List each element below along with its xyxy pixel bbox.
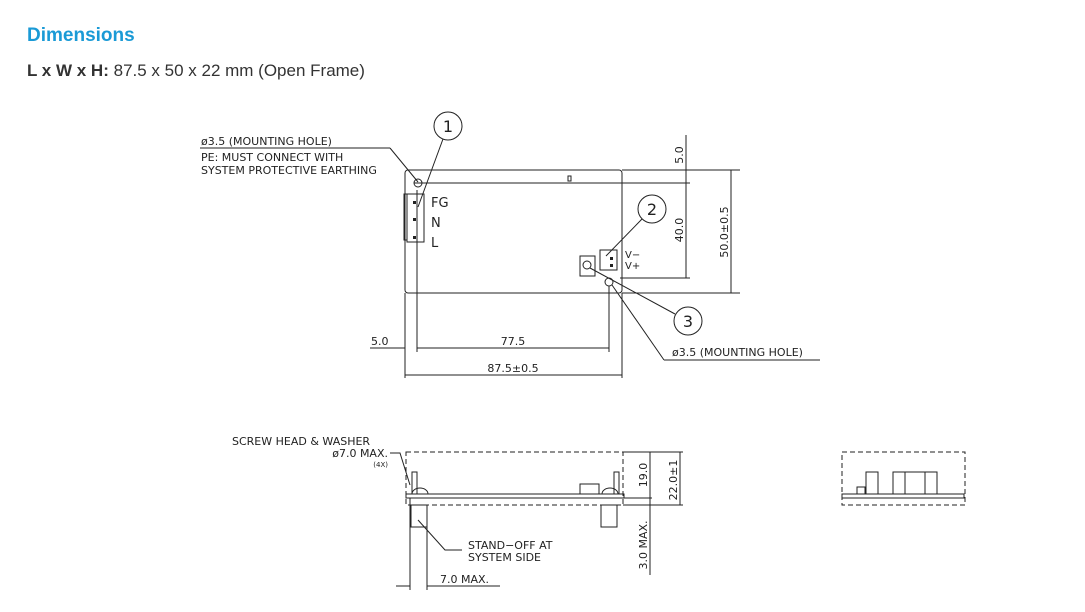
callout-2: 2 [647, 200, 657, 219]
dim-7-max: 7.0 MAX. [440, 573, 489, 586]
dimensions-line: L x W x H: 87.5 x 50 x 22 mm (Open Frame… [27, 61, 365, 81]
board-outline [404, 169, 623, 294]
standoff-note-2: SYSTEM SIDE [468, 551, 541, 564]
pin-n: N [431, 216, 441, 231]
mounting-hole-2 [604, 277, 614, 287]
dim-87-5: 87.5±0.5 [487, 362, 538, 375]
pin-l: L [431, 236, 439, 251]
dim-5-top: 5.0 [673, 146, 686, 164]
dim-77-5: 77.5 [501, 335, 526, 348]
end-view [841, 451, 966, 506]
screw-note-1: SCREW HEAD & WASHER [232, 435, 370, 448]
screw-note-3: (4X) [373, 461, 388, 469]
dim-3-max: 3.0 MAX. [637, 520, 650, 569]
top-view: ø3.5 (MOUNTING HOLE) PE: MUST CONNECT WI… [200, 111, 820, 378]
pe-note-1: PE: MUST CONNECT WITH [201, 151, 343, 164]
dimensions-label: L x W x H: [27, 61, 109, 80]
callout-3: 3 [683, 312, 693, 331]
dimensions-value: 87.5 x 50 x 22 mm (Open Frame) [113, 61, 365, 80]
dim-50: 50.0±0.5 [718, 206, 731, 257]
pin-vminus: V− [625, 250, 640, 261]
pin-vplus: V+ [625, 261, 640, 272]
callout-1-circle [433, 111, 463, 141]
screw-note-2: ø7.0 MAX. [332, 447, 388, 460]
side-view: SCREW HEAD & WASHER ø7.0 MAX. (4X) 7.0 M… [232, 435, 683, 590]
pin-fg: FG [431, 196, 449, 211]
input-connector [406, 193, 425, 243]
callout-3-circle [673, 306, 703, 336]
standoff-note-1: STAND−OFF AT [468, 539, 553, 552]
callout-1: 1 [443, 117, 453, 136]
hole-note-2: ø3.5 (MOUNTING HOLE) [672, 346, 803, 359]
dim-5-left: 5.0 [371, 335, 389, 348]
section-title: Dimensions [27, 25, 135, 46]
pe-note-2: SYSTEM PROTECTIVE EARTHING [201, 164, 377, 177]
output-connector [599, 249, 618, 271]
side-board [405, 493, 625, 499]
dim-22: 22.0±1 [667, 460, 680, 501]
dim-19: 19.0 [637, 463, 650, 488]
callout-2-circle [637, 194, 667, 224]
hole-note-1: ø3.5 (MOUNTING HOLE) [201, 135, 332, 148]
mounting-hole-1 [413, 178, 423, 188]
dim-40: 40.0 [673, 218, 686, 243]
